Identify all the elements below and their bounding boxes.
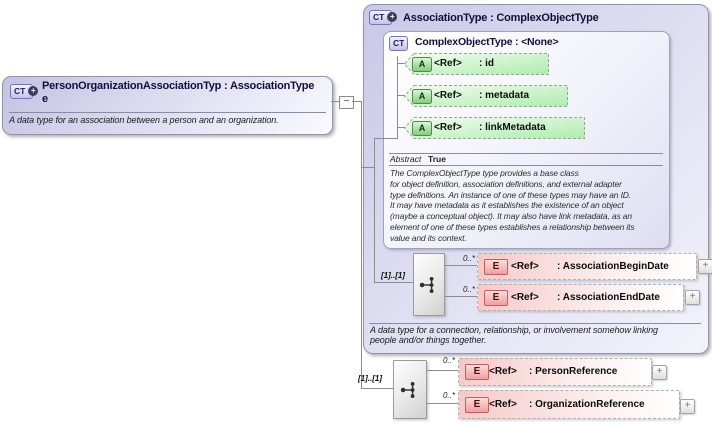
attribute-name: : linkMetadata <box>479 122 546 133</box>
ct-badge-label: CT <box>14 86 26 96</box>
abstract-facet-label: Abstract <box>390 154 422 164</box>
element-name: : PersonReference <box>529 366 618 377</box>
attribute-icon: A <box>412 57 432 72</box>
attribute-tag-shape <box>404 117 585 139</box>
divider <box>389 153 663 154</box>
divider <box>369 323 701 324</box>
occurs-label: 0..* <box>462 285 475 294</box>
connector-line <box>352 101 361 102</box>
page-title: PersonOrganizationAssociationTyp : Assoc… <box>42 80 314 106</box>
element-ref: <Ref> <box>489 399 517 410</box>
doc-line: The ComplexObjectType type provides a ba… <box>390 168 579 178</box>
attribute-ref-link-metadata[interactable]: A <Ref> : linkMetadata <box>404 117 585 139</box>
connector-line <box>425 403 459 404</box>
sequence-icon <box>413 253 445 316</box>
association-type-annotation: A data type for a connection, relationsh… <box>370 325 658 345</box>
title-line-1: PersonOrganizationAssociationTyp : Assoc… <box>42 80 315 92</box>
element-person-reference[interactable]: E <Ref> : PersonReference <box>458 358 652 386</box>
attribute-ref: <Ref> <box>434 90 462 101</box>
attribute-icon: A <box>412 89 432 104</box>
expand-toggle-button[interactable]: + <box>698 259 712 274</box>
occurs-label: 0..* <box>442 356 455 365</box>
connector-line <box>397 95 405 96</box>
element-organization-reference[interactable]: E <Ref> : OrganizationReference <box>458 390 680 419</box>
ct-badge-label: CT <box>393 38 405 48</box>
sequence-glyph <box>400 381 415 398</box>
type-annotation: A data type for an association between a… <box>9 115 279 125</box>
complex-type-icon: CT + <box>10 84 39 99</box>
attribute-name: : metadata <box>479 90 530 101</box>
sequence-cardinality: [1]..[1] <box>358 374 382 383</box>
attribute-ref: <Ref> <box>434 58 462 69</box>
attribute-ref: <Ref> <box>434 122 462 133</box>
connector-line <box>361 167 375 168</box>
connector-line <box>425 370 459 371</box>
attribute-name: : id <box>479 58 494 69</box>
expand-toggle-button[interactable]: + <box>652 365 667 380</box>
connector-line <box>397 127 405 128</box>
plus-circle-icon: + <box>387 12 398 22</box>
connector-line <box>361 101 362 388</box>
attribute-ref-id[interactable]: A <Ref> : id <box>404 53 549 75</box>
connector-line <box>374 282 414 283</box>
element-name: : AssociationEndDate <box>557 292 660 303</box>
sequence-glyph <box>419 276 434 293</box>
expand-toggle-button[interactable]: + <box>685 290 700 305</box>
complex-type-icon: CT <box>389 36 409 51</box>
connector-line <box>443 296 478 297</box>
attribute-tag-shape <box>404 53 549 75</box>
element-icon: E <box>465 397 489 413</box>
connector-line <box>397 56 398 138</box>
ct-badge-label: CT <box>373 12 385 22</box>
expand-toggle-button[interactable]: + <box>680 399 695 414</box>
occurs-label: 0..* <box>462 254 475 263</box>
abstract-facet-value: True <box>428 154 446 164</box>
title-line-2: e <box>42 93 48 105</box>
sequence-icon <box>393 360 427 419</box>
element-icon: E <box>484 259 508 275</box>
element-ref: <Ref> <box>489 366 517 377</box>
element-ref: <Ref> <box>511 292 539 303</box>
plus-circle-icon: + <box>28 86 39 96</box>
divider <box>389 165 663 166</box>
connector-line <box>374 138 398 139</box>
doc-line: (maybe a conceptual object). It may also… <box>390 211 632 222</box>
annotation-line-2: people and/or things together. <box>370 335 487 345</box>
element-association-end-date[interactable]: E <Ref> : AssociationEndDate <box>477 284 684 311</box>
annotation-line-1: A data type for a connection, relationsh… <box>370 325 658 335</box>
occurs-label: 0..* <box>442 391 455 400</box>
complex-type-icon: CT + <box>369 10 398 25</box>
connector-line <box>374 138 375 283</box>
attribute-tag-shape <box>404 85 568 107</box>
connector-line <box>443 265 478 266</box>
documentation-text: The ComplexObjectType type provides a ba… <box>390 168 635 244</box>
doc-line: element of one of these types establishe… <box>390 221 635 232</box>
attribute-icon: A <box>412 121 432 136</box>
doc-line: type definitions. An instance of one of … <box>390 189 632 200</box>
element-icon: E <box>465 364 489 380</box>
connector-line <box>361 388 394 389</box>
connector-line <box>397 63 405 64</box>
doc-line: value and its context. <box>390 232 467 243</box>
complex-object-type-title: ComplexObjectType : <None> <box>415 36 559 48</box>
element-name: : OrganizationReference <box>529 399 645 410</box>
attribute-ref-metadata[interactable]: A <Ref> : metadata <box>404 85 568 107</box>
element-name: : AssociationBeginDate <box>557 261 669 272</box>
element-association-begin-date[interactable]: E <Ref> : AssociationBeginDate <box>477 253 697 280</box>
divider <box>9 112 326 113</box>
sequence-cardinality: [1]..[1] <box>381 271 405 280</box>
collapse-toggle-button[interactable]: − <box>339 96 354 109</box>
doc-line: It may have metadata as it establishes t… <box>390 200 624 211</box>
association-type-title: AssociationType : ComplexObjectType <box>403 12 599 24</box>
doc-line: for object definition, association defin… <box>390 178 622 189</box>
element-icon: E <box>484 290 508 306</box>
person-organization-association-type-box: CT + PersonOrganizationAssociationTyp : … <box>2 76 333 135</box>
element-ref: <Ref> <box>511 261 539 272</box>
connector-line <box>331 101 339 102</box>
